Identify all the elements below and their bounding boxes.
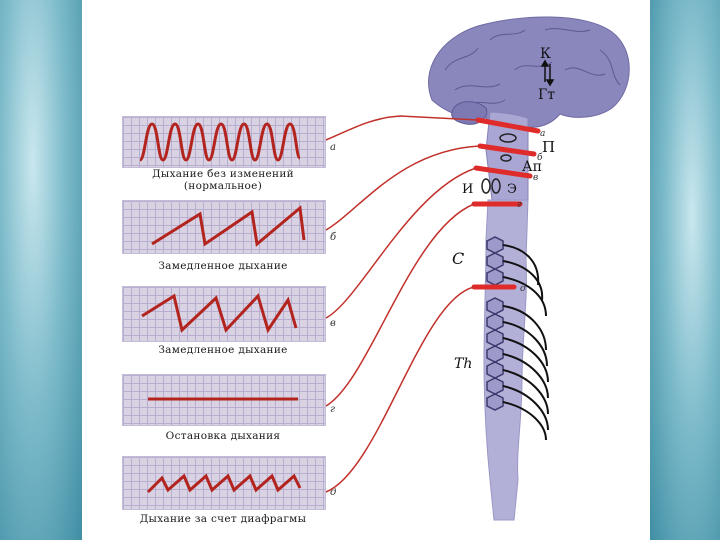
panel-letter-a: а — [330, 142, 336, 153]
connection-lines — [326, 116, 480, 492]
label-c: C — [452, 249, 464, 268]
trace-normal — [140, 124, 300, 160]
cut-letter-e: д — [520, 284, 526, 294]
panel-letter-c: в — [330, 318, 336, 329]
trace-slow-1 — [152, 208, 304, 244]
cut-letter-d: г — [517, 200, 522, 210]
label-i: И — [462, 182, 473, 197]
cut-letter-a: а — [540, 129, 545, 139]
trace-diaphragm — [148, 476, 300, 492]
panel-letter-b: б — [330, 232, 337, 243]
inspiratory-nucleus-1 — [482, 179, 490, 193]
trace-slow-2 — [142, 296, 296, 330]
label-k: К — [540, 46, 551, 62]
label-gt: Гт — [538, 87, 555, 103]
panel-letter-d: г — [330, 404, 335, 415]
cut-letter-b: б — [537, 152, 543, 163]
cervical-segments — [487, 237, 503, 285]
label-e: Э — [507, 182, 517, 197]
cut-letter-c: в — [533, 173, 538, 183]
label-p: П — [542, 138, 555, 156]
label-th: Th — [454, 356, 472, 372]
